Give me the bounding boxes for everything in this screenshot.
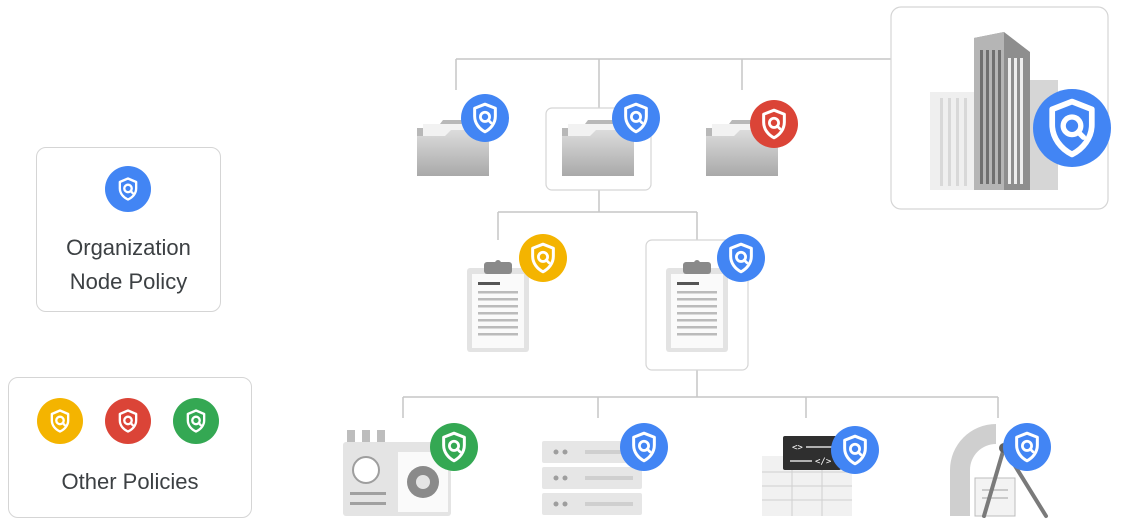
green-policy-shield-icon — [430, 423, 478, 471]
organization-node — [890, 6, 1111, 210]
yellow-policy-shield-icon — [37, 398, 83, 444]
red-policy-shield-icon — [105, 398, 151, 444]
resource-compute — [343, 423, 478, 516]
blue-policy-shield-icon — [461, 94, 509, 142]
blue-policy-shield-icon — [105, 166, 151, 212]
org-policy-label-line1: Organization — [66, 235, 191, 260]
yellow-policy-shield-icon — [519, 234, 567, 282]
resource-tools — [950, 423, 1051, 518]
project-2-selected — [645, 234, 765, 371]
green-policy-shield-icon — [173, 398, 219, 444]
folder-3 — [706, 100, 798, 176]
clipboard-document-icon — [666, 260, 728, 352]
compute-settings-icon — [343, 430, 451, 516]
org-policy-label-line2: Node Policy — [69, 269, 188, 294]
server-rack-icon — [542, 441, 642, 515]
blue-policy-shield-icon — [717, 234, 765, 282]
connector-lines — [402, 58, 999, 418]
project-1 — [467, 234, 567, 352]
blue-policy-shield-icon — [831, 426, 879, 474]
resource-code: <> </> — [762, 426, 879, 516]
folder-1 — [417, 94, 509, 176]
blue-policy-shield-icon — [620, 423, 668, 471]
legend-other-policies-card: Other Policies — [8, 377, 252, 518]
red-policy-shield-icon — [750, 100, 798, 148]
blue-policy-shield-icon — [1003, 423, 1051, 471]
blue-policy-shield-icon — [612, 94, 660, 142]
svg-text:<>: <> — [792, 443, 803, 453]
resource-storage — [542, 423, 668, 515]
legend-org-policy-card: Organization Node Policy — [36, 147, 221, 312]
clipboard-document-icon — [467, 260, 529, 352]
folder-2-selected — [545, 94, 660, 191]
other-policies-label: Other Policies — [61, 469, 199, 494]
svg-text:</>: </> — [815, 457, 832, 467]
code-table-icon: <> </> — [762, 436, 852, 516]
